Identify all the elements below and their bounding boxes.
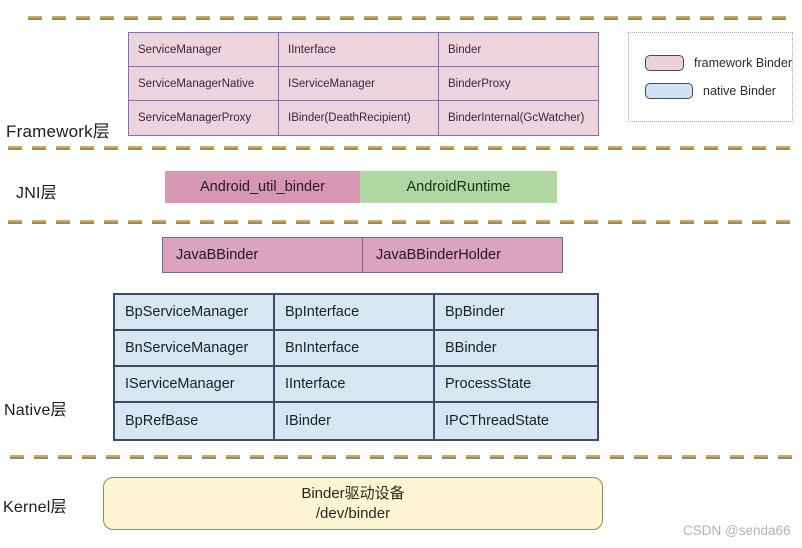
native-class-table: BpServiceManager BpInterface BpBinder Bn…: [113, 293, 599, 441]
table-cell: IServiceManager: [279, 67, 439, 101]
table-cell: ServiceManager: [129, 33, 279, 67]
table-cell: IServiceManager: [115, 367, 275, 403]
javabbinder-box: JavaBBinder: [162, 237, 363, 273]
table-cell: BpServiceManager: [115, 295, 275, 331]
table-cell: ProcessState: [435, 367, 597, 403]
dashed-separator-framework: [8, 146, 798, 150]
kernel-layer-label: Kernel层: [3, 499, 67, 516]
watermark: CSDN @senda66: [683, 523, 791, 538]
table-cell: IBinder: [275, 403, 435, 439]
android-util-binder-box: Android_util_binder: [165, 171, 360, 203]
jni-layer-label: JNI层: [16, 185, 57, 202]
binder-driver-line2: /dev/binder: [315, 504, 391, 522]
legend: framework Binder native Binder: [628, 32, 793, 122]
table-cell: BpRefBase: [115, 403, 275, 439]
table-cell: IInterface: [275, 367, 435, 403]
table-cell: ServiceManagerProxy: [129, 101, 279, 135]
table-cell: BpInterface: [275, 295, 435, 331]
javabbinderholder-box: JavaBBinderHolder: [363, 237, 563, 273]
framework-binder-swatch: [645, 55, 685, 71]
table-cell: Binder: [439, 33, 598, 67]
binder-driver-box: Binder驱动设备 /dev/binder: [103, 477, 603, 530]
table-cell: BinderInternal(GcWatcher): [439, 101, 598, 135]
dashed-separator-kernel: [10, 455, 796, 459]
table-cell: BBinder: [435, 331, 597, 367]
dashed-separator-top: [28, 16, 790, 20]
table-cell: BnInterface: [275, 331, 435, 367]
jni-boxes-row: Android_util_binder AndroidRuntime: [165, 171, 557, 203]
table-cell: BpBinder: [435, 295, 597, 331]
native-binder-swatch: [645, 83, 693, 99]
binder-driver-line1: Binder驱动设备: [301, 485, 405, 502]
javabbinder-row: JavaBBinder JavaBBinderHolder: [162, 237, 563, 273]
legend-label: framework Binder: [694, 56, 792, 70]
table-cell: IInterface: [279, 33, 439, 67]
native-layer-label: Native层: [4, 402, 67, 419]
table-cell: IBinder(DeathRecipient): [279, 101, 439, 135]
framework-class-table: ServiceManager IInterface Binder Service…: [128, 32, 599, 136]
table-cell: ServiceManagerNative: [129, 67, 279, 101]
legend-label: native Binder: [703, 84, 776, 98]
table-cell: BnServiceManager: [115, 331, 275, 367]
framework-layer-label: Framework层: [6, 122, 111, 141]
table-cell: BinderProxy: [439, 67, 598, 101]
table-cell: IPCThreadState: [435, 403, 597, 439]
legend-item-framework: framework Binder: [645, 55, 792, 71]
legend-item-native: native Binder: [645, 83, 792, 99]
android-runtime-box: AndroidRuntime: [360, 171, 557, 203]
dashed-separator-jni: [8, 220, 798, 224]
